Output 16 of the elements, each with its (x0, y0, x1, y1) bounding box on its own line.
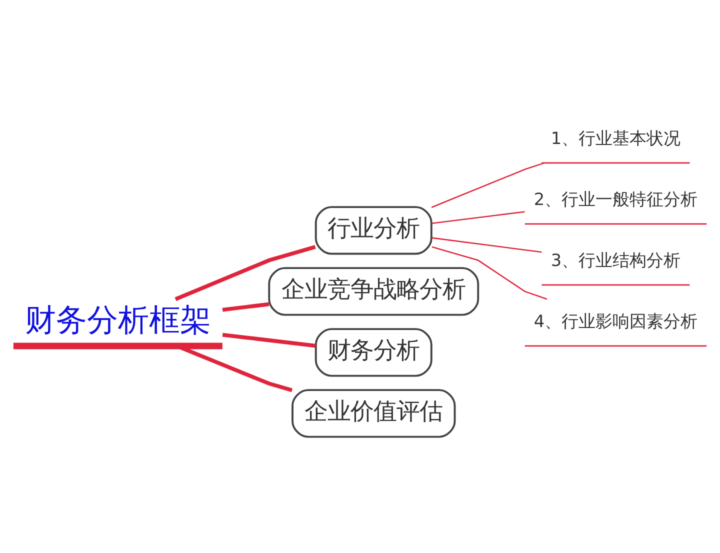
node-text: 3、行业结构分析 (550, 250, 681, 270)
connector (431, 162, 544, 208)
node-text: 财务分析框架 (24, 302, 211, 339)
node-box: 行业分析 (314, 206, 432, 255)
connector (432, 211, 525, 224)
connector (222, 332, 316, 348)
node-box: 企业竞争战略分析 (268, 267, 480, 316)
connector (432, 246, 548, 300)
connector (432, 237, 542, 253)
connector (174, 245, 316, 301)
node-box: 企业价值评估 (292, 389, 456, 438)
node-text: 2、行业一般特征分析 (534, 188, 698, 209)
node-text: 4、行业影响因素分析 (534, 310, 698, 331)
connector (222, 302, 270, 312)
node-box: 财务分析 (314, 328, 432, 377)
node-text: 1、行业基本状况 (550, 128, 681, 148)
